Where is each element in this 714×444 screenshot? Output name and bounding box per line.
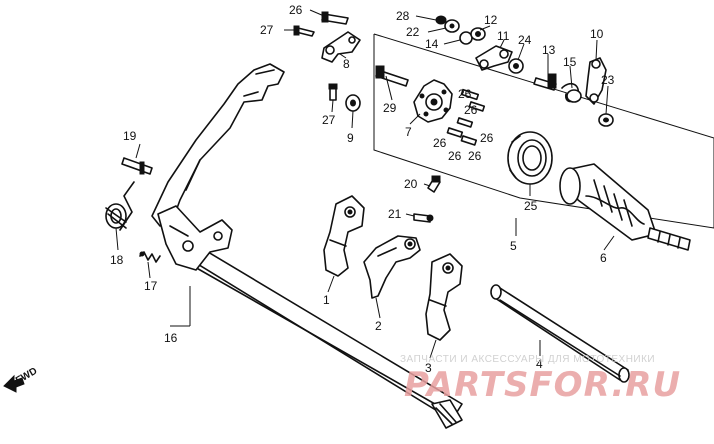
shift-fork-1 [323,195,365,277]
bolt-27-top [293,25,315,37]
callout-13[interactable]: 13 [542,43,556,57]
spring-17 [139,251,161,263]
callout-7[interactable]: 7 [405,125,412,139]
collar-14 [459,31,473,45]
callout-26-d[interactable]: 26 [433,136,447,150]
spacer-12 [470,27,486,41]
watermark-subtitle: ЗАПЧАСТИ И АКСЕССУАРЫ ДЛЯ МОТОТЕХНИКИ [400,354,655,365]
callout-12[interactable]: 12 [484,13,498,27]
callout-18[interactable]: 18 [110,253,124,267]
stopper-arm-8 [321,31,361,63]
nut-28 [435,15,447,25]
callout-6[interactable]: 6 [600,251,607,265]
callout-26-f[interactable]: 26 [468,149,482,163]
callout-27-top[interactable]: 27 [260,23,274,37]
fwd-arrow-icon [3,374,25,393]
washer-24 [508,58,524,74]
callout-10[interactable]: 10 [590,27,604,41]
callout-20[interactable]: 20 [404,177,418,191]
callout-26-c[interactable]: 26 [480,131,494,145]
bearing-25 [507,131,553,185]
callout-5[interactable]: 5 [510,239,517,253]
roller-arm-10 [585,57,607,105]
callout-22[interactable]: 22 [406,25,420,39]
bolt-30 [321,11,349,25]
return-spring-18 [105,181,135,231]
callout-26-b[interactable]: 26 [464,103,478,117]
callout-24[interactable]: 24 [518,33,532,47]
bolt-27-lower [328,83,338,101]
callout-14[interactable]: 14 [425,37,439,51]
leader-lines [115,9,615,359]
pin-26-set [446,88,486,146]
callout-17[interactable]: 17 [144,279,158,293]
watermark: ЗАПЧАСТИ И АКСЕССУАРЫ ДЛЯ МОТОТЕХНИКИ PA… [400,354,681,405]
callout-19[interactable]: 19 [123,129,137,143]
washer-9 [345,94,361,112]
shift-arm-11 [475,45,513,71]
callout-11[interactable]: 11 [497,29,510,43]
shift-fork-2 [363,235,421,299]
pin-21 [413,213,434,223]
callout-9[interactable]: 9 [347,131,354,145]
callout-3[interactable]: 3 [425,361,432,375]
callout-1[interactable]: 1 [323,293,330,307]
drum-center-7 [413,79,453,123]
callout-25[interactable]: 25 [524,199,538,213]
shift-spindle-16 [151,63,463,429]
callout-15[interactable]: 15 [563,55,577,69]
callout-2[interactable]: 2 [375,319,382,333]
callout-27-lower[interactable]: 27 [322,113,336,127]
callout-21[interactable]: 21 [388,207,402,221]
spring-15 [561,82,582,103]
bolt-13 [533,73,557,91]
drum-group-frame [373,33,714,229]
callout-26-a[interactable]: 26 [458,87,472,101]
callout-29[interactable]: 29 [383,101,397,115]
callout-16[interactable]: 16 [164,331,178,345]
washer-22 [444,19,460,33]
spring-pin-19 [121,157,153,175]
callouts: 26 27 8 27 9 29 7 28 22 14 12 11 24 13 1… [110,3,615,375]
callout-23[interactable]: 23 [601,73,615,87]
callout-4[interactable]: 4 [536,357,543,371]
bolt-20 [427,175,441,193]
fwd-indicator: FWD [3,366,39,393]
callout-26-e[interactable]: 26 [448,149,462,163]
bolt-29 [375,65,409,87]
fork-shaft-4 [490,284,630,383]
shift-drum-6 [559,163,691,251]
fwd-label: FWD [14,366,39,387]
washer-23 [598,113,614,127]
watermark-brand: PARTSFOR.RU [404,365,681,405]
callout-30[interactable]: 26 [289,3,303,17]
callout-28[interactable]: 28 [396,9,410,23]
callout-8[interactable]: 8 [343,57,350,71]
shift-fork-3 [425,253,463,341]
